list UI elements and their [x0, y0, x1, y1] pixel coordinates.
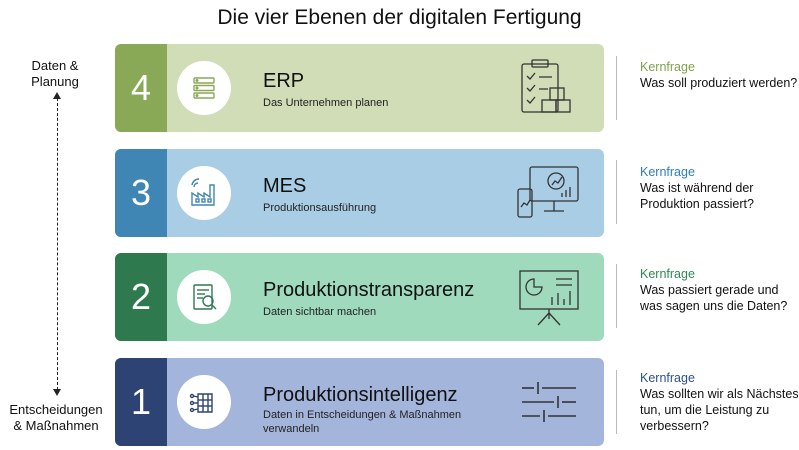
divider: [616, 264, 617, 328]
level-name: MES: [263, 175, 307, 197]
key-question-1: Kernfrage Was sollten wir als Nächstes t…: [640, 370, 799, 434]
key-question-3: Kernfrage Was ist während der Produktion…: [640, 164, 799, 212]
level-number: 3: [115, 149, 167, 237]
level-description: Daten sichtbar machen: [263, 306, 377, 318]
key-question-2: Kernfrage Was passiert gerade und was sa…: [640, 266, 799, 314]
question-text: Was ist während der Produktion passiert?: [640, 181, 754, 211]
presentation-board-icon: [519, 270, 579, 326]
ai-brain-icon: [189, 393, 213, 413]
level-icon-circle: [177, 61, 231, 115]
question-text: Was passiert gerade und was sagen uns di…: [640, 283, 788, 313]
kernfrage-label: Kernfrage: [640, 371, 695, 385]
level-icon-circle: [177, 375, 231, 429]
monitor-analytics-icon: [517, 166, 579, 218]
axis-label-top: Daten & Planung: [10, 58, 100, 90]
question-text: Was sollten wir als Nächstes tun, um die…: [640, 387, 799, 433]
level-2-bar: 2 Produktionstransparenz Daten sichtbar …: [115, 253, 604, 341]
level-icon-circle: [177, 270, 231, 324]
axis-label-top-line1: Daten &: [31, 58, 79, 73]
level-name: ERP: [263, 70, 305, 92]
sliders-icon: [522, 382, 576, 422]
level-icon-circle: [177, 166, 231, 220]
divider: [616, 370, 617, 434]
level-number: 4: [115, 44, 167, 132]
key-question-4: Kernfrage Was soll produziert werden?: [640, 59, 799, 91]
level-number: 2: [115, 253, 167, 341]
axis-label-bottom-line2: & Maßnahmen: [13, 418, 99, 433]
divider: [616, 160, 617, 224]
arrow-up-icon: [53, 92, 61, 99]
page-title: Die vier Ebenen der digitalen Fertigung: [217, 6, 582, 29]
level-description: Daten in Entscheidungen & Maßnahmen verw…: [263, 409, 462, 435]
level-name: Produktionsintelligenz: [263, 384, 458, 406]
axis-label-bottom-line1: Entscheidungen: [9, 402, 103, 417]
axis-label-bottom: Entscheidungen & Maßnahmen: [0, 402, 112, 434]
level-3-bar: 3 MES Produktionsausführung: [115, 149, 604, 237]
axis-label-top-line2: Planung: [31, 74, 79, 89]
level-description: Das Unternehmen planen: [263, 97, 389, 109]
kernfrage-label: Kernfrage: [640, 60, 695, 74]
arrow-down-icon: [53, 389, 61, 396]
question-text: Was soll produziert werden?: [640, 76, 798, 90]
kernfrage-label: Kernfrage: [640, 165, 695, 179]
level-name: Produktionstransparenz: [263, 279, 475, 301]
level-description: Produktionsausführung: [263, 202, 377, 214]
divider: [616, 56, 617, 120]
document-search-icon: [193, 284, 217, 310]
server-icon: [193, 77, 215, 99]
level-4-bar: 4 ERP Das Unternehmen planen: [115, 44, 604, 132]
clipboard-boxes-icon: [521, 59, 571, 113]
smart-factory-icon: [191, 178, 215, 206]
level-1-bar: 1 Produktionsintelligenz Daten in Entsch…: [115, 358, 604, 446]
vertical-axis-arrow: [53, 92, 61, 396]
kernfrage-label: Kernfrage: [640, 267, 695, 281]
level-number: 1: [115, 358, 167, 446]
